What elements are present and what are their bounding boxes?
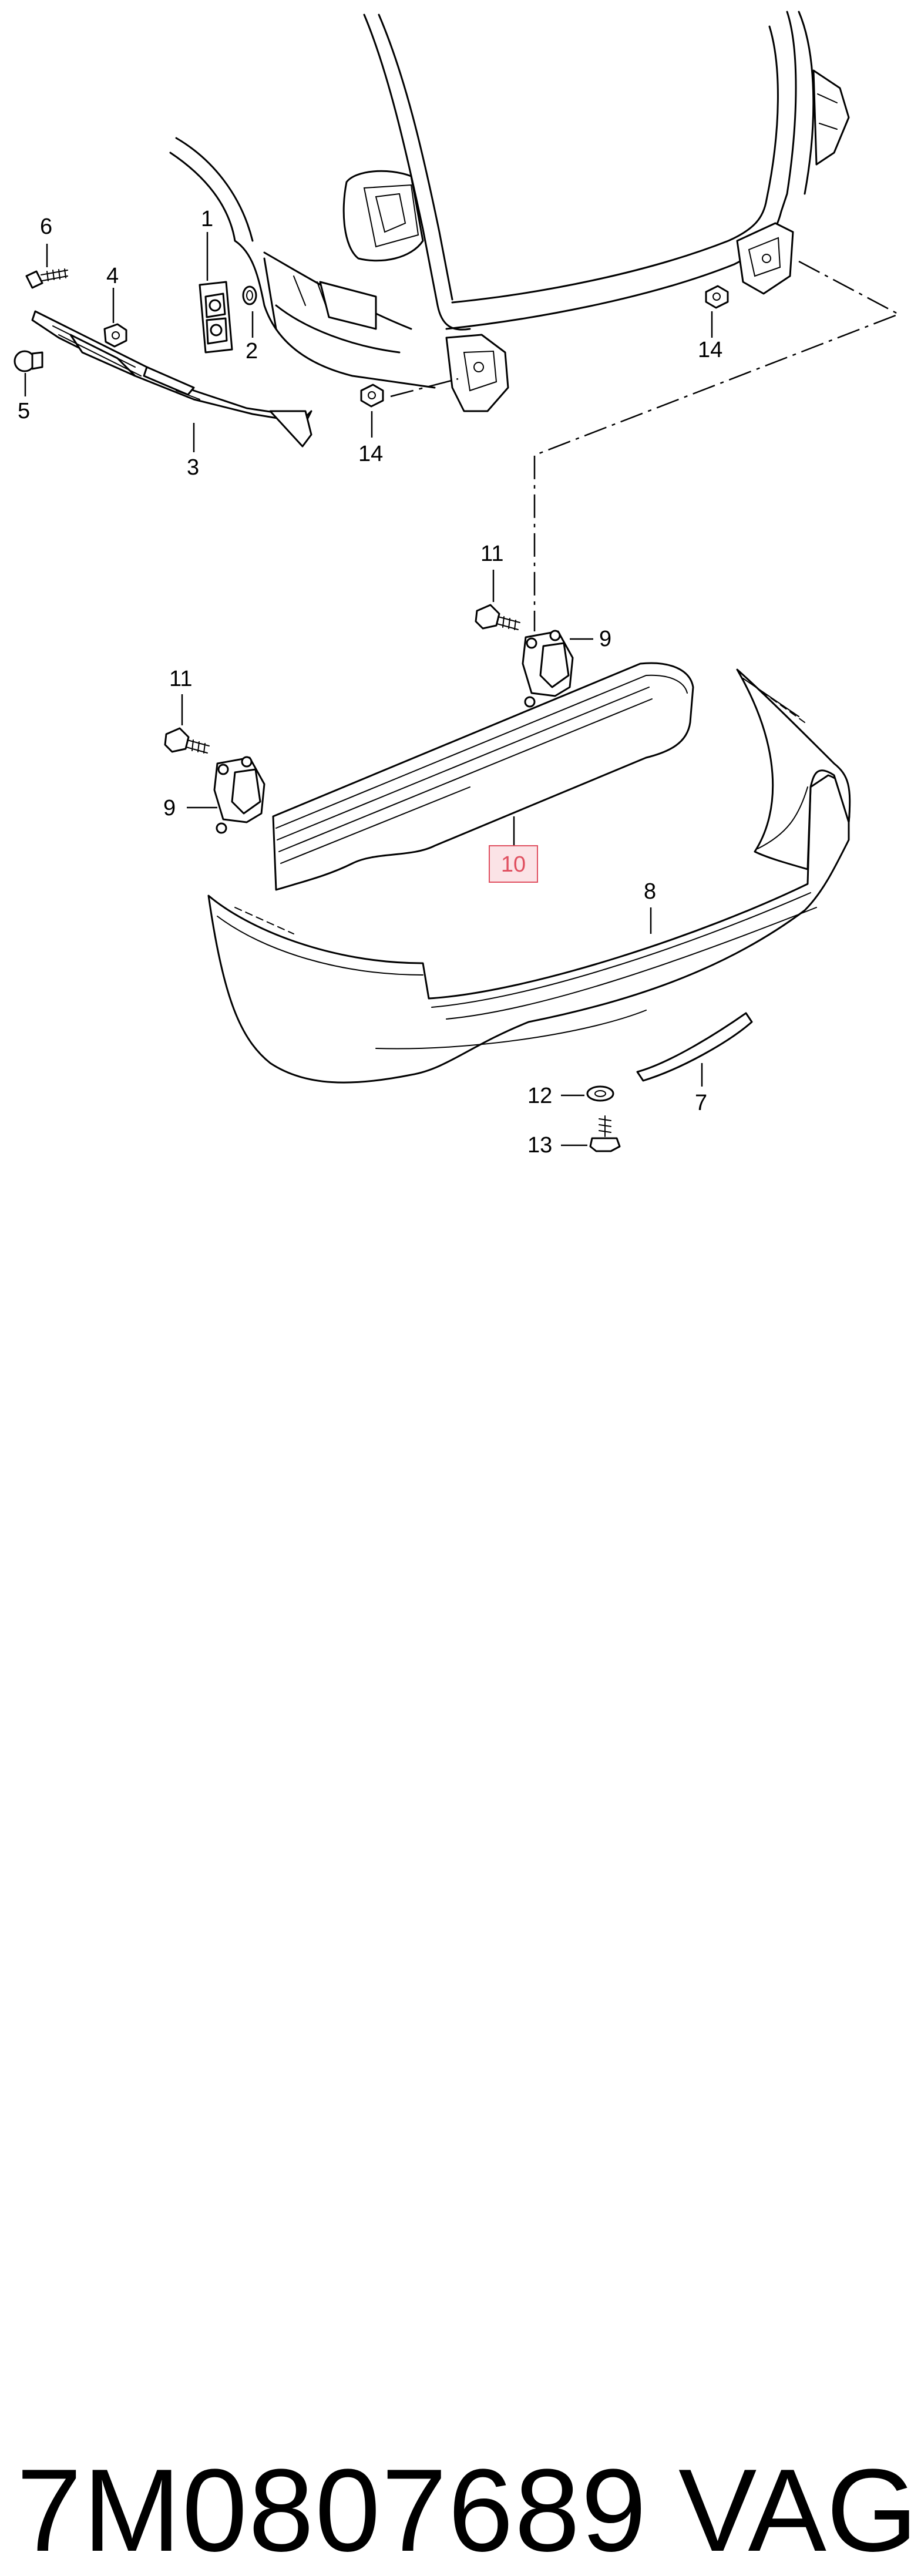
part-4-nut xyxy=(103,323,127,348)
part-1-clip xyxy=(199,281,233,354)
part-11-bolt-left xyxy=(164,727,210,754)
part-5-rivet xyxy=(14,350,43,372)
part-14-nut-right xyxy=(705,285,729,309)
callout-1: 1 xyxy=(201,207,213,231)
part-9-mount-left xyxy=(213,756,265,834)
callout-14-right: 14 xyxy=(698,338,722,362)
callout-12: 12 xyxy=(527,1084,552,1108)
part-number: 7M0807689 xyxy=(16,2445,648,2576)
callout-3: 3 xyxy=(187,455,199,480)
callout-11-upper: 11 xyxy=(480,542,503,566)
part-14-nut-left xyxy=(360,384,384,408)
callout-2: 2 xyxy=(246,339,258,364)
part-12-washer xyxy=(586,1085,614,1102)
callout-9-upper: 9 xyxy=(599,627,611,651)
part-9-mount-upper xyxy=(522,630,574,708)
part-10-impact-absorber xyxy=(272,662,694,891)
vehicle-rear-body xyxy=(169,11,850,412)
callout-labels: 1 2 3 4 5 6 14 14 11 9 11 9 8 7 12 13 10 xyxy=(18,207,722,1158)
callout-7: 7 xyxy=(695,1091,707,1115)
part-8-bumper-cover xyxy=(207,668,851,1084)
part-13-screw xyxy=(589,1115,621,1152)
part-11-bolt-upper xyxy=(475,604,520,630)
part-3-guide-bracket xyxy=(31,310,312,448)
footer: 7M0807689 VAG xyxy=(0,1222,921,2570)
exploded-parts-diagram: 1 2 3 4 5 6 14 14 11 9 11 9 8 7 12 13 10 xyxy=(14,11,901,1158)
callout-10-highlight-box xyxy=(489,845,538,883)
callout-4: 4 xyxy=(106,264,119,288)
part-2-washer xyxy=(242,285,257,305)
callout-9-left: 9 xyxy=(163,796,176,820)
callout-5: 5 xyxy=(18,399,30,423)
callout-13: 13 xyxy=(527,1133,552,1158)
callout-8: 8 xyxy=(644,879,656,904)
callout-10: 10 xyxy=(501,852,526,877)
callout-leaders xyxy=(24,232,713,1146)
callout-6: 6 xyxy=(40,214,52,239)
brand-label: VAG xyxy=(678,2445,918,2576)
callout-14-left: 14 xyxy=(358,442,383,466)
callout-11-left: 11 xyxy=(169,667,192,691)
dash-dot-guides xyxy=(390,260,901,631)
part-6-screw xyxy=(25,268,68,289)
